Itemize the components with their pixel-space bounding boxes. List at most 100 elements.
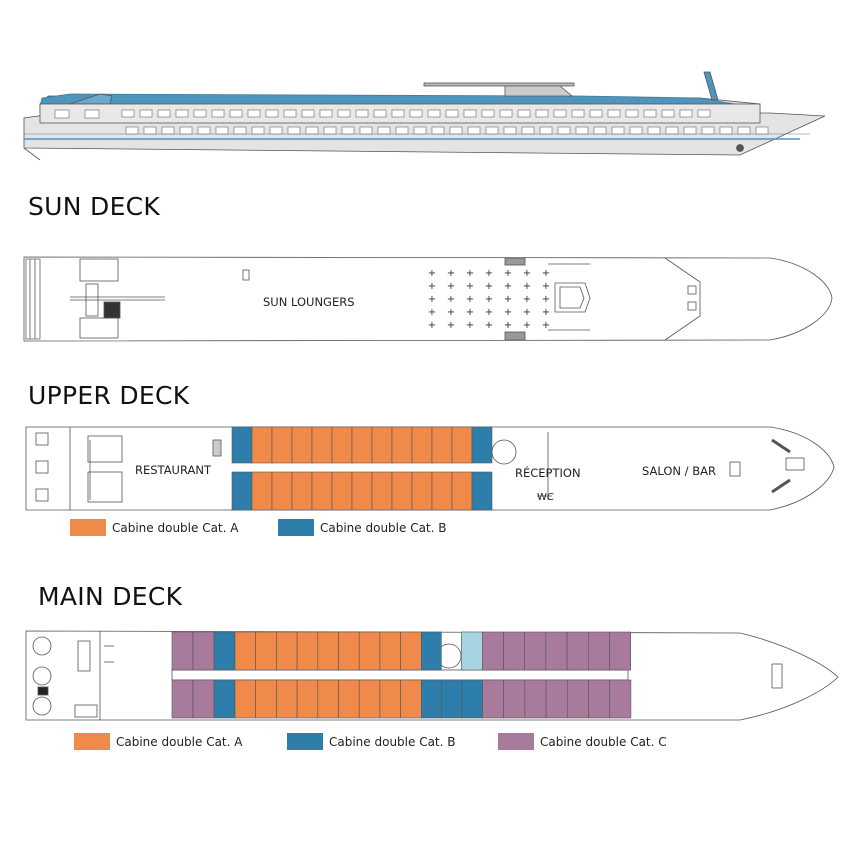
sun-lounger-mark: + [523,268,531,279]
main-deck-cabins [171,631,632,719]
window [643,109,657,118]
window [139,109,153,118]
cabin-cat-a [391,471,413,511]
legend-swatch [287,733,323,750]
sun-lounger-mark: + [447,320,455,331]
sun-lounger-mark: + [504,268,512,279]
cabin-cat-b [420,679,442,719]
cabin-cat-c [566,679,589,719]
cabin-cat-a [311,426,333,464]
sun-lounger-mark: + [466,268,474,279]
sun-lounger-mark: + [523,294,531,305]
window [719,126,733,135]
legend-swatch [74,733,110,750]
cabin-cat-b [420,631,442,671]
restaurant-label: RESTAURANT [135,463,212,477]
window [269,126,283,135]
cabin-cat-a [317,679,339,719]
window [211,109,225,118]
window [157,109,171,118]
window [413,126,427,135]
window [611,126,625,135]
sun-lounger-mark: + [542,320,550,331]
cabin-cat-a [371,426,393,464]
sun-lounger-mark: + [447,307,455,318]
cabin-cat-a [331,471,353,511]
window [697,109,711,118]
cabin-cat-b [471,471,493,511]
upper-deck-title: UPPER DECK [28,381,190,410]
cabin-cat-b [213,631,236,671]
legend-swatch [70,519,106,536]
window [499,109,513,118]
window [575,126,589,135]
cabin-cat-c [192,631,215,671]
window [629,126,643,135]
cabin-cat-a [255,631,277,671]
window [305,126,319,135]
cabin-cat-a [338,631,360,671]
window [215,126,229,135]
window [54,109,70,119]
cabin-cat-a [358,631,381,671]
sun-lounger-mark: + [466,294,474,305]
cabin-cat-c [503,631,526,671]
legend-upper-cat-a: Cabine double Cat. A [70,519,238,536]
window [265,109,279,118]
window [179,126,193,135]
window [679,109,693,118]
sun-lounger-mark: + [485,320,493,331]
cabin-cat-a [276,679,298,719]
window [593,126,607,135]
window [467,126,481,135]
sun-lounger-mark: + [485,281,493,292]
cabin-cat-b [231,471,253,511]
cabin-cat-a [271,426,293,464]
window [481,109,495,118]
sun-loungers-label: SUN LOUNGERS [263,295,355,309]
window [377,126,391,135]
legend-label: Cabine double Cat. A [116,734,243,749]
cabin-cat-a [451,426,473,464]
cabin-cat-b [471,426,493,464]
cabin-cat-a [296,679,319,719]
cabin-cat-a [291,426,313,464]
window [485,126,499,135]
cabin-cat-a [331,426,353,464]
window [661,109,675,118]
window [431,126,445,135]
window [521,126,535,135]
window [373,109,387,118]
window [283,109,297,118]
sun-lounger-mark: + [542,307,550,318]
window [161,126,175,135]
legend-main-cat-c: Cabine double Cat. C [498,733,667,750]
cabin-cat-a [317,631,339,671]
sun-lounger-mark: + [485,268,493,279]
sun-lounger-mark: + [428,268,436,279]
window [319,109,333,118]
cabin-cat-a [379,631,401,671]
sun-lounger-mark: + [523,307,531,318]
window [301,109,315,118]
cabin-cat-a [351,426,373,464]
window [409,109,423,118]
window [683,126,697,135]
window [445,109,459,118]
window [557,126,571,135]
window [503,126,517,135]
window [391,109,405,118]
legend-label: Cabine double Cat. B [320,520,447,535]
window [463,109,477,118]
window [427,109,441,118]
cabin-cat-a [234,631,257,671]
cabin-cat-c [545,631,568,671]
cabin-cat-c [588,679,611,719]
sun-deck-plan [23,256,833,342]
cabin-cat-c [171,679,194,719]
cabin-cat-a [400,679,422,719]
cabin-cat-a [371,471,393,511]
window [755,126,769,135]
sun-lounger-mark: + [504,307,512,318]
cabin-cat-a [431,471,453,511]
